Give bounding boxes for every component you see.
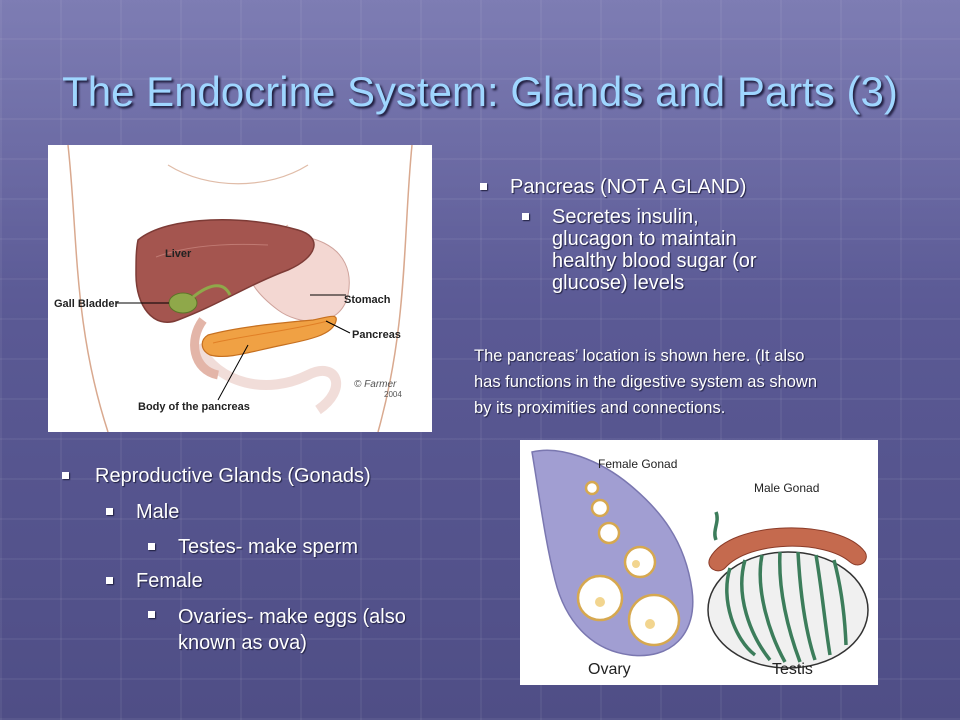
artist-signature: © Farmer: [354, 379, 397, 390]
label-pancreas: Pancreas: [352, 329, 401, 341]
pancreas-anatomy-image: Liver Gall Bladder Stomach Pancreas Body…: [48, 145, 432, 432]
gonad-illustration: Female Gonad Male Gonad Ovary Testis: [520, 440, 878, 685]
square-bullet-icon: [106, 577, 113, 584]
square-bullet-icon: [62, 472, 69, 479]
pancreas-illustration: Liver Gall Bladder Stomach Pancreas Body…: [48, 145, 432, 432]
label-body-of-pancreas: Body of the pancreas: [138, 401, 250, 413]
pancreas-caption: The pancreas’ location is shown here. (I…: [474, 347, 818, 417]
square-bullet-icon: [148, 543, 155, 550]
square-bullet-icon: [148, 611, 155, 618]
square-bullet-icon: [480, 183, 487, 190]
label-female-gonad: Female Gonad: [598, 457, 677, 471]
square-bullet-icon: [522, 213, 529, 220]
square-bullet-icon: [106, 508, 113, 515]
label-gall-bladder: Gall Bladder: [54, 298, 120, 310]
gonads-image: Female Gonad Male Gonad Ovary Testis: [520, 440, 878, 685]
label-testis: Testis: [772, 661, 813, 678]
artist-year: 2004: [384, 390, 402, 399]
slide-title: The Endocrine System: Glands and Parts (…: [62, 68, 898, 115]
label-stomach: Stomach: [344, 294, 391, 306]
label-male-gonad: Male Gonad: [754, 481, 819, 495]
label-ovary: Ovary: [588, 661, 631, 678]
label-liver: Liver: [165, 248, 192, 260]
